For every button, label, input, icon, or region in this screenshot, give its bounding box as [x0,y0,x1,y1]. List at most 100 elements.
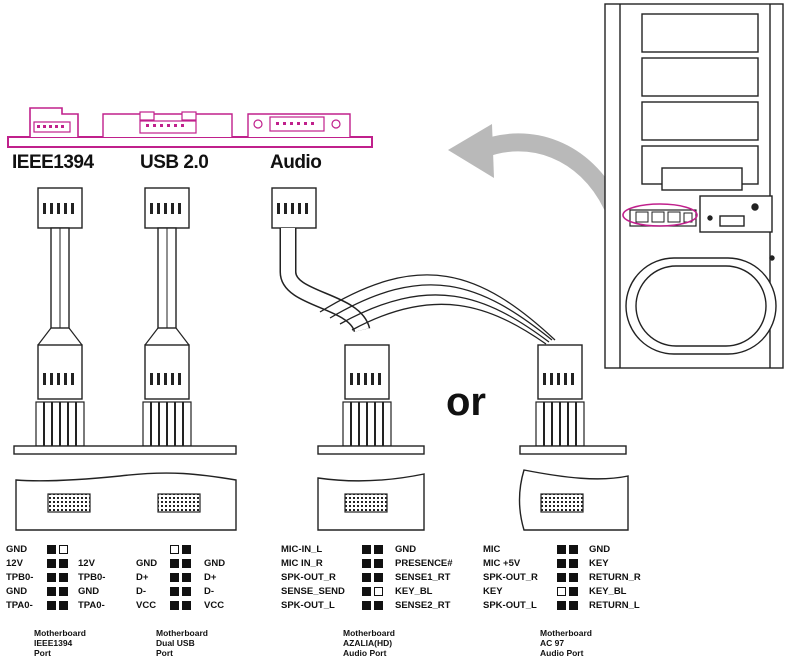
pin-square [374,601,383,610]
caption-line: Port [156,648,173,658]
pin-label: TPB0- [78,572,106,583]
pin-square [47,587,56,596]
front-bracket-board [7,107,373,148]
caption-line: AC 97 [540,638,565,648]
pin-square [569,545,578,554]
pin-square [557,545,566,554]
pin-square [362,601,371,610]
motherboard-strip-mid [317,445,425,455]
pin-label: KEY_BL [395,586,433,597]
pin-empty [374,587,383,596]
pin-square [362,587,371,596]
caption-line: Motherboard [156,628,208,638]
pin-label: KEY_BL [589,586,627,597]
pin-label: SENSE_SEND [281,586,345,597]
pin-square [59,573,68,582]
pin-empty [170,545,179,554]
motherboard-panel-mid [317,473,425,531]
caption-line: Audio Port [343,648,387,658]
pin-square [59,559,68,568]
pin-label: SPK-OUT_L [483,600,537,611]
pin-square [362,545,371,554]
pin-label: SENSE2_RT [395,600,451,611]
pin-label: D+ [204,572,217,583]
pin-square [47,601,56,610]
label-or: or [446,380,486,424]
pin-label: GND [204,558,226,569]
cable-ieee1394 [35,187,85,447]
direction-arrow [448,124,621,214]
pin-square [182,573,191,582]
caption-line: Audio Port [540,648,584,658]
pin-empty [59,545,68,554]
caption-line: AZALIA(HD) [343,638,393,648]
pin-label: 12V [6,558,23,569]
pin-square [569,559,578,568]
pin-label: D- [136,586,147,597]
cable-audio [271,187,585,447]
pin-label: GND [589,544,611,555]
pin-square [374,559,383,568]
pin-label: SPK-OUT_R [281,572,336,583]
pin-square [182,601,191,610]
pin-label: GND [395,544,417,555]
pin-label: MIC IN_R [281,558,323,569]
pin-label: MIC [483,544,501,555]
pin-square [170,559,179,568]
pin-label: TPA0- [78,600,105,611]
pin-square [182,587,191,596]
pin-square [47,545,56,554]
caption-line: Port [34,648,51,658]
pin-square [59,587,68,596]
pin-label: GND [78,586,100,597]
pin-label: GND [6,544,28,555]
pin-label: D- [204,586,215,597]
pin-square [374,573,383,582]
pin-square [170,587,179,596]
pin-square [569,601,578,610]
caption-line: Dual USB [156,638,195,648]
motherboard-strip-left [13,445,237,455]
pin-square [374,545,383,554]
cable-usb [142,187,192,447]
pin-square [182,545,191,554]
label-usb: USB 2.0 [140,152,209,173]
pin-label: TPA0- [6,600,33,611]
label-audio: Audio [270,152,322,173]
pin-label: KEY [589,558,609,569]
pin-square [569,573,578,582]
pin-square [557,573,566,582]
label-ieee1394: IEEE1394 [12,152,94,173]
pin-label: SENSE1_RT [395,572,451,583]
pin-label: MIC-IN_L [281,544,323,555]
pin-label: GND [136,558,158,569]
pin-square [59,601,68,610]
pc-case [604,3,784,369]
pin-label: TPB0- [6,572,34,583]
caption-line: Motherboard [34,628,86,638]
caption-line: IEEE1394 [34,638,73,648]
pin-square [47,559,56,568]
caption-line: Motherboard [343,628,395,638]
pin-square [47,573,56,582]
pin-square [182,559,191,568]
pin-square [170,601,179,610]
pin-square [362,559,371,568]
caption-line: Motherboard [540,628,592,638]
pin-label: VCC [204,600,225,611]
pin-square [569,587,578,596]
front-panel-ports [622,203,698,227]
pin-label: SPK-OUT_L [281,600,335,611]
pin-label: SPK-OUT_R [483,572,538,583]
motherboard-strip-right [519,445,627,455]
pin-empty [557,587,566,596]
pin-label: 12V [78,558,95,569]
pin-label: PRESENCE# [395,558,453,569]
pin-square [362,573,371,582]
pin-label: D+ [136,572,149,583]
motherboard-panel-right [518,469,629,531]
pin-square [170,573,179,582]
pin-label: RETURN_L [589,600,640,611]
pin-label: KEY [483,586,503,597]
pin-square [557,601,566,610]
